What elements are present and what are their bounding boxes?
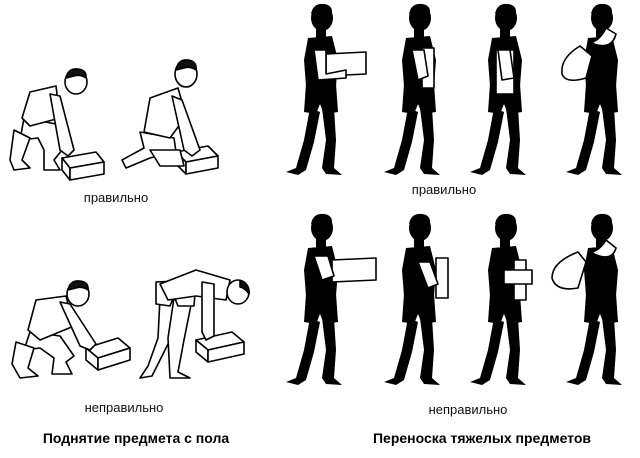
lift-correct-kneel-figure	[121, 59, 219, 175]
carry-incorrect-figure-2	[384, 213, 449, 385]
caption-lift: Поднятие предмета с пола	[42, 430, 230, 446]
label-carry-incorrect: неправильно	[428, 402, 508, 417]
caption-carry: Переноска тяжелых предметов	[372, 430, 592, 446]
lift-incorrect-bend-figure	[139, 269, 250, 379]
carry-incorrect-figure-3	[470, 213, 533, 385]
label-lift-incorrect: неправильно	[84, 400, 164, 415]
lift-incorrect-crouch-figure	[11, 280, 131, 379]
carry-incorrect-figure-4	[551, 213, 622, 385]
lift-correct-squat-figure	[9, 68, 105, 181]
carry-correct-figure-3	[470, 3, 526, 175]
carry-correct-figure-2	[384, 3, 440, 175]
label-lift-correct: правильно	[83, 190, 149, 205]
carry-correct-figure-1	[286, 3, 367, 175]
label-carry-correct: правильно	[411, 182, 477, 197]
carry-incorrect-figure-1	[286, 213, 377, 385]
carry-correct-figure-4	[561, 3, 622, 175]
